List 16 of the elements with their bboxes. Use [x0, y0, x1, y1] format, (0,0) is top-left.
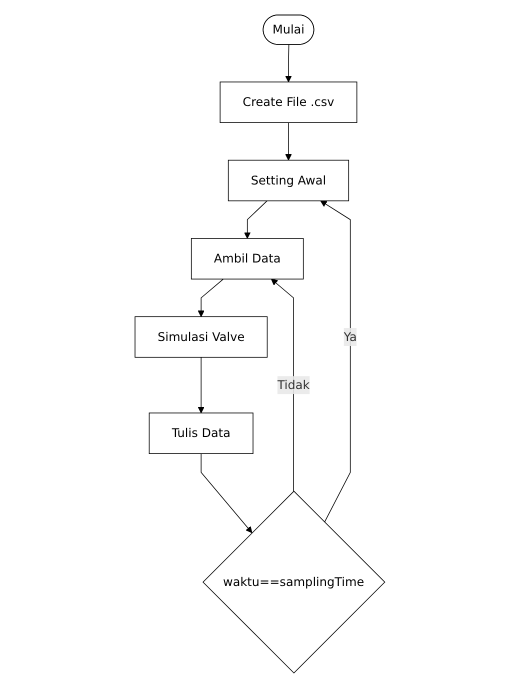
node-box: Create File .csv [220, 82, 358, 123]
arrow [244, 200, 268, 239]
arrow [285, 44, 292, 82]
edge-label: Tidak [277, 378, 310, 392]
arrow [285, 122, 292, 160]
arrow [320, 200, 351, 523]
arrow [198, 278, 224, 317]
node-box: Simulasi Valve [134, 316, 268, 358]
edge-label: Ya [344, 329, 357, 344]
node-box: Ambil Data [191, 238, 304, 280]
node-box: Setting Awal [228, 160, 350, 202]
node-diamond: waktu==samplingTime [202, 490, 386, 674]
node-box: Tulis Data [148, 412, 254, 454]
arrow [198, 356, 205, 414]
arrow [271, 278, 294, 492]
arrow [200, 453, 252, 534]
